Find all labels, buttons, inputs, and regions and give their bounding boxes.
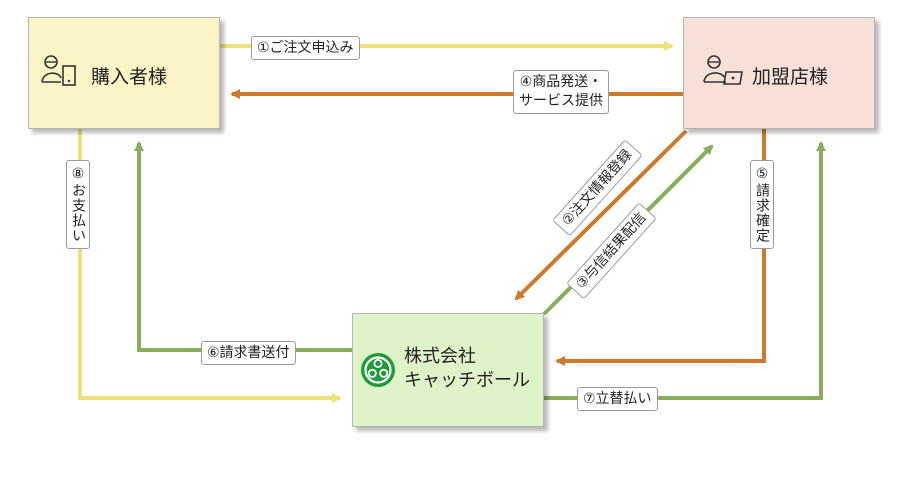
shop-label: 加盟店様 — [752, 66, 829, 88]
shop-node: 加盟店様 — [683, 17, 875, 129]
edge-label-payment: ⑧お支払い — [66, 160, 90, 249]
person-with-laptop-icon — [703, 55, 743, 85]
edge-label-invoice-send: ⑥請求書送付 — [201, 341, 296, 365]
arrow-invoice-send — [134, 141, 352, 352]
edge-label-shipping: ④商品発送・ サービス提供 — [513, 70, 609, 114]
arrow-billing-confirm — [555, 129, 766, 366]
buyer-node: 購入者様 — [28, 17, 220, 129]
person-with-phone-icon — [41, 55, 76, 86]
company-label: 株式会社 キャッチボール — [404, 346, 530, 391]
edge-label-order-request: ①ご注文申込み — [251, 36, 360, 60]
edge-label-billing-confirm: ⑤請求確定 — [750, 160, 774, 249]
company-logo-icon — [361, 353, 395, 387]
buyer-label: 購入者様 — [91, 66, 168, 88]
arrow-order-register — [514, 129, 688, 301]
edge-label-advance-payment: ⑦立替払い — [577, 387, 658, 411]
